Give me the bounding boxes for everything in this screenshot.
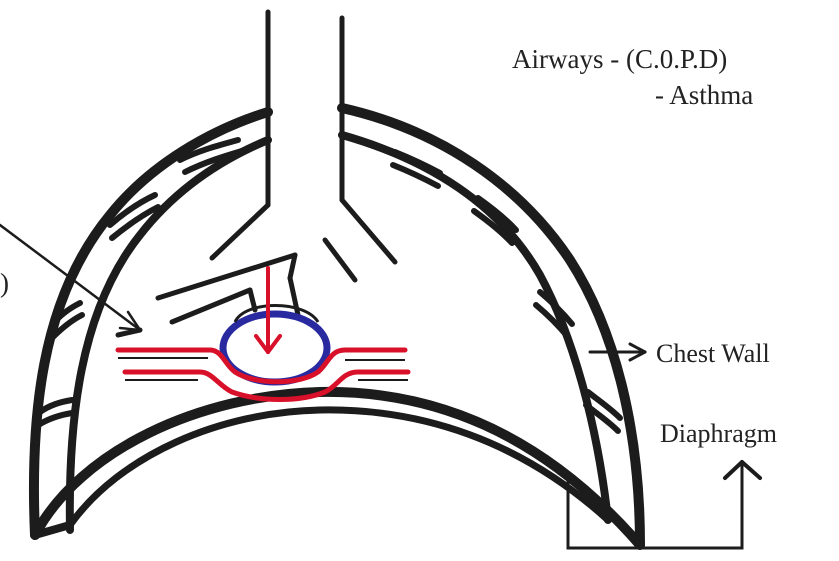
left-fragment-label: ) [0, 268, 9, 298]
chest-wall-inner-right [342, 135, 608, 520]
arrow-down-icon [256, 268, 280, 352]
diaphragm-label: Diaphragm [660, 419, 777, 448]
asthma-label: - Asthma [655, 80, 753, 110]
chest-wall-outer-right [342, 108, 640, 545]
left-pointer-arrow [0, 225, 140, 330]
airways-label: Airways - (C.0.P.D) [512, 44, 727, 74]
trachea [268, 12, 342, 205]
chest-wall-inner-left [70, 140, 268, 530]
chest-wall-label: Chest Wall [656, 339, 770, 368]
capillary-dark-edges [118, 358, 408, 380]
